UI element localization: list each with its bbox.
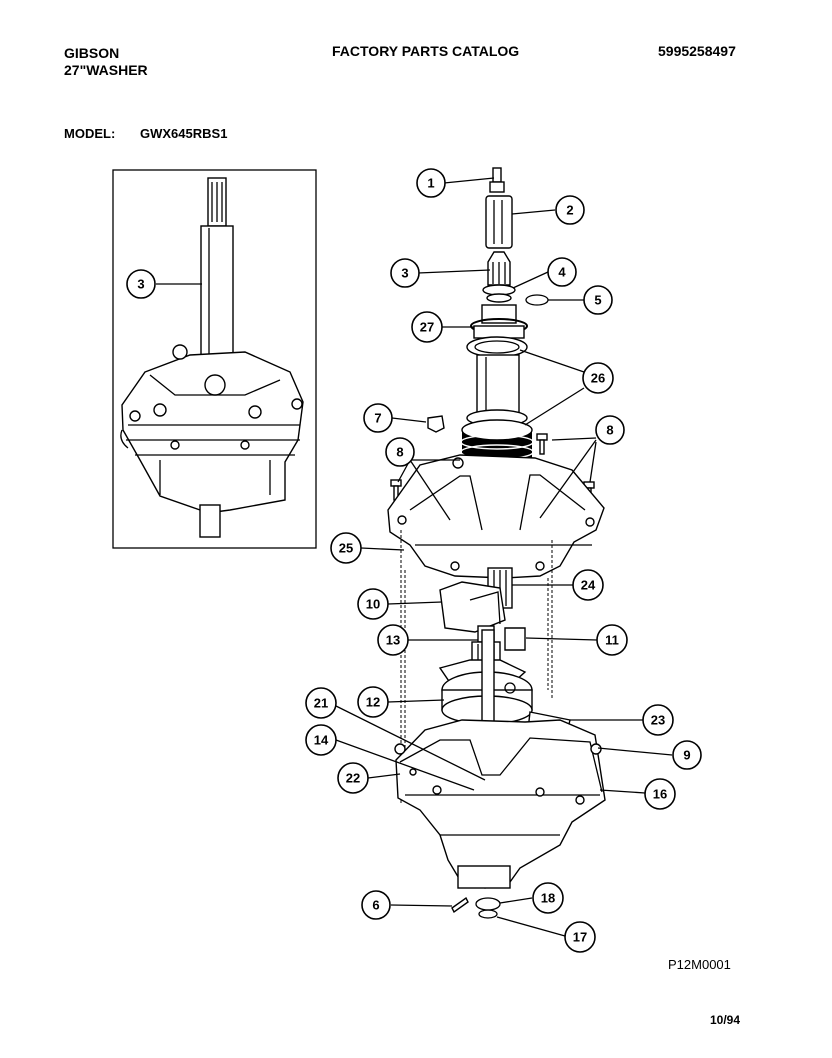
svg-text:4: 4 bbox=[558, 265, 566, 280]
svg-text:25: 25 bbox=[339, 541, 353, 556]
callout-12: 12 bbox=[357, 686, 389, 718]
callout-6: 6 bbox=[361, 890, 391, 920]
svg-text:21: 21 bbox=[314, 696, 328, 711]
brand-name: GIBSON bbox=[64, 45, 120, 61]
callout-25: 25 bbox=[330, 532, 362, 564]
callout-3-inset: 3 bbox=[126, 269, 156, 299]
svg-text:24: 24 bbox=[581, 578, 596, 593]
svg-text:3: 3 bbox=[137, 277, 144, 292]
callout-22: 22 bbox=[337, 762, 369, 794]
main-exploded-view bbox=[387, 167, 606, 919]
callout-13: 13 bbox=[377, 624, 409, 656]
callout-23: 23 bbox=[642, 704, 674, 736]
callout-24: 24 bbox=[572, 569, 604, 601]
callout-11: 11 bbox=[596, 624, 628, 656]
svg-text:1: 1 bbox=[427, 176, 434, 191]
callout-5: 5 bbox=[583, 285, 613, 315]
svg-text:7: 7 bbox=[374, 411, 381, 426]
svg-text:9: 9 bbox=[683, 748, 690, 763]
svg-text:12: 12 bbox=[366, 695, 380, 710]
callout-17: 17 bbox=[564, 921, 596, 953]
svg-text:6: 6 bbox=[372, 898, 379, 913]
callout-7: 7 bbox=[363, 403, 393, 433]
model-label: MODEL: bbox=[64, 126, 116, 141]
svg-text:22: 22 bbox=[346, 771, 360, 786]
callout-2: 2 bbox=[555, 195, 585, 225]
callout-9: 9 bbox=[672, 740, 702, 770]
callout-1: 1 bbox=[416, 168, 446, 198]
callout-21: 21 bbox=[305, 687, 337, 719]
svg-text:10: 10 bbox=[366, 597, 380, 612]
callout-3: 3 bbox=[390, 258, 420, 288]
svg-text:3: 3 bbox=[401, 266, 408, 281]
callout-27: 27 bbox=[411, 311, 443, 343]
callout-14: 14 bbox=[305, 724, 337, 756]
svg-text:8: 8 bbox=[396, 445, 403, 460]
catalog-title: FACTORY PARTS CATALOG bbox=[332, 43, 520, 59]
callout-26: 26 bbox=[582, 362, 614, 394]
callout-16: 16 bbox=[644, 778, 676, 810]
catalog-part-number: 5995258497 bbox=[658, 43, 736, 59]
svg-text:11: 11 bbox=[605, 633, 619, 648]
callout-8-left: 8 bbox=[385, 437, 415, 467]
svg-text:8: 8 bbox=[606, 423, 613, 438]
callout-4: 4 bbox=[547, 257, 577, 287]
svg-text:26: 26 bbox=[591, 371, 605, 386]
model-number: GWX645RBS1 bbox=[140, 126, 228, 141]
svg-text:16: 16 bbox=[653, 787, 667, 802]
svg-text:18: 18 bbox=[541, 891, 555, 906]
callout-10: 10 bbox=[357, 588, 389, 620]
svg-text:2: 2 bbox=[566, 203, 573, 218]
callout-18: 18 bbox=[532, 882, 564, 914]
inset-assembly-view bbox=[112, 169, 317, 549]
svg-text:14: 14 bbox=[314, 733, 329, 748]
callout-8-right: 8 bbox=[595, 415, 625, 445]
diagram-code: P12M0001 bbox=[668, 957, 731, 972]
svg-text:17: 17 bbox=[573, 930, 587, 945]
svg-text:13: 13 bbox=[386, 633, 400, 648]
product-name: 27"WASHER bbox=[64, 62, 148, 78]
revision-date: 10/94 bbox=[710, 1013, 741, 1027]
svg-text:27: 27 bbox=[420, 320, 434, 335]
svg-text:23: 23 bbox=[651, 713, 665, 728]
svg-text:5: 5 bbox=[594, 293, 601, 308]
